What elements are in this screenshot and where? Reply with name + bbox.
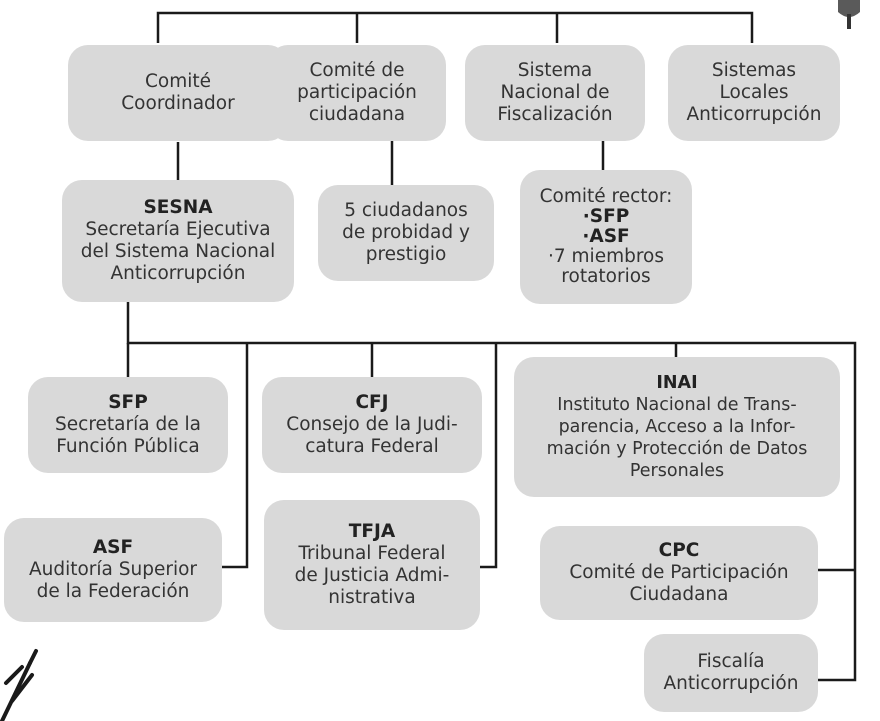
cpc-box: CPC Comité de Participación Ciudadana bbox=[540, 526, 818, 620]
tfja-connector bbox=[480, 343, 498, 569]
node-label: 5 ciudadanos bbox=[344, 200, 468, 221]
cfj-box: CFJ Consejo de la Judi- catura Federal bbox=[262, 377, 482, 473]
node-label: de probidad y bbox=[342, 222, 470, 243]
node-label: Anticorrupción bbox=[663, 673, 799, 694]
node-label: participación bbox=[297, 82, 417, 103]
sesna-box: SESNA Secretaría Ejecutiva del Sistema N… bbox=[62, 180, 294, 302]
node-label: Anticorrupción bbox=[110, 263, 246, 284]
node-label: prestigio bbox=[365, 244, 447, 265]
node-title: SFP bbox=[108, 392, 148, 413]
node-label: del Sistema Nacional bbox=[80, 241, 276, 262]
node-label: rotatorios bbox=[561, 266, 651, 287]
node-label: Anticorrupción bbox=[686, 104, 822, 125]
tfja-box: TFJA Tribunal Federal de Justicia Admi- … bbox=[264, 500, 480, 630]
node-label: Tribunal Federal bbox=[298, 543, 446, 564]
inai-box: INAI Instituto Nacional de Trans- parenc… bbox=[514, 357, 840, 497]
comite-rector-box: Comité rector: ·SFP ·ASF ·7 miembros rot… bbox=[520, 170, 692, 304]
node-label: Sistema bbox=[517, 60, 593, 81]
node-label: nistrativa bbox=[328, 587, 416, 608]
node-title: CPC bbox=[658, 540, 700, 561]
comite-coordinador-box: Comité Coordinador bbox=[68, 45, 288, 141]
node-label: Fiscalía bbox=[697, 651, 765, 672]
pushpin-icon bbox=[838, 0, 860, 29]
node-label: Comité de Participación bbox=[569, 562, 789, 583]
node-title: INAI bbox=[656, 373, 698, 393]
node-label: Personales bbox=[629, 461, 725, 481]
node-label: de la Federación bbox=[36, 581, 190, 602]
node-label: Ciudadana bbox=[629, 584, 729, 605]
comite-participacion-box: Comité de participación ciudadana bbox=[268, 45, 446, 141]
sistema-fiscalizacion-box: Sistema Nacional de Fiscalización bbox=[465, 45, 645, 141]
node-label: Función Pública bbox=[56, 436, 200, 457]
node-label: Comité bbox=[144, 71, 212, 92]
node-label: Secretaría Ejecutiva bbox=[85, 219, 271, 240]
node-label: ·7 miembros bbox=[548, 246, 664, 267]
top-connector bbox=[156, 11, 754, 43]
node-title: CFJ bbox=[355, 392, 389, 413]
node-title: ASF bbox=[92, 537, 134, 558]
plant-doodle-icon bbox=[0, 649, 38, 721]
sfp-box: SFP Secretaría de la Función Pública bbox=[28, 377, 228, 473]
sistemas-locales-box: Sistemas Locales Anticorrupción bbox=[668, 45, 840, 141]
node-label: Consejo de la Judi- bbox=[286, 414, 458, 435]
node-label: ciudadana bbox=[308, 104, 406, 125]
node-title: TFJA bbox=[348, 521, 396, 542]
node-label: Comité rector: bbox=[539, 186, 673, 207]
node-label: de Justicia Admi- bbox=[294, 565, 450, 586]
fiscalia-box: Fiscalía Anticorrupción bbox=[644, 634, 818, 712]
sesna-members-connector bbox=[126, 302, 857, 682]
node-title: ·ASF bbox=[582, 226, 630, 247]
asf-box: ASF Auditoría Superior de la Federación bbox=[4, 518, 222, 622]
node-label: Fiscalización bbox=[497, 104, 613, 125]
node-label: Sistemas bbox=[711, 60, 797, 81]
node-label: parencia, Acceso a la Infor- bbox=[558, 417, 796, 437]
node-label: Coordinador bbox=[121, 93, 235, 114]
node-title: SESNA bbox=[143, 197, 213, 218]
ciudadanos-box: 5 ciudadanos de probidad y prestigio bbox=[318, 185, 494, 281]
node-label: Auditoría Superior bbox=[28, 559, 198, 580]
node-label: catura Federal bbox=[305, 436, 439, 457]
node-label: Secretaría de la bbox=[55, 414, 201, 435]
node-label: Comité de bbox=[309, 60, 405, 81]
node-label: Instituto Nacional de Trans- bbox=[557, 395, 797, 415]
node-label: mación y Protección de Datos bbox=[546, 439, 808, 459]
asf-connector bbox=[222, 343, 249, 569]
node-title: ·SFP bbox=[582, 206, 630, 227]
node-label: Nacional de bbox=[500, 82, 610, 103]
node-label: Locales bbox=[719, 82, 789, 103]
